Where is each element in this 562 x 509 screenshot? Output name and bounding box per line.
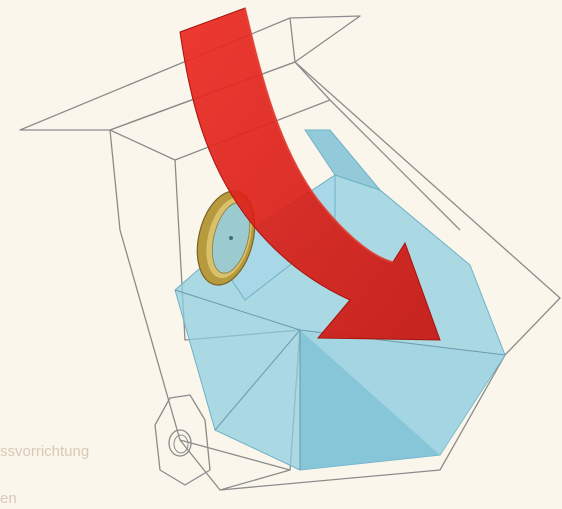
caption-line-1: ssvorrichtung: [0, 443, 89, 461]
caption-line-2: en: [0, 490, 17, 508]
